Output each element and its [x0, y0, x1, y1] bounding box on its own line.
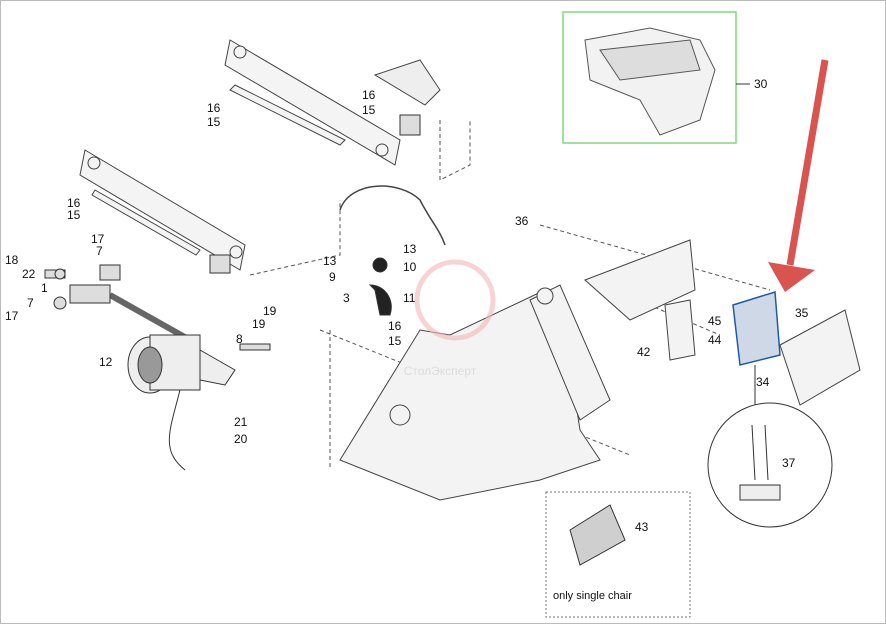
callout-37: 37 — [782, 456, 796, 470]
callout-3: 3 — [343, 291, 350, 305]
callout-15: 15 — [207, 115, 221, 129]
callout-19: 19 — [263, 304, 277, 318]
callout-17: 17 — [5, 309, 19, 323]
callout-16: 16 — [67, 196, 81, 210]
callout-42: 42 — [637, 345, 651, 359]
upper-rail — [224, 39, 401, 166]
detail-frame-30 — [562, 11, 737, 144]
callout-16: 16 — [207, 101, 221, 115]
board-44 — [664, 299, 696, 361]
callout-17: 17 — [91, 232, 105, 246]
single-chair-frame — [545, 491, 691, 618]
callout-19: 19 — [252, 317, 266, 331]
cable-detail-circle — [707, 402, 833, 528]
small-parts — [44, 114, 421, 351]
callout-20: 20 — [234, 432, 248, 446]
watermark: СтолЭксперт — [404, 364, 477, 378]
overview-chair-base — [584, 27, 716, 136]
callout-9: 9 — [329, 270, 336, 284]
mount-plate-42 — [584, 239, 696, 321]
callout-35: 35 — [795, 306, 809, 320]
highlight-arrow — [768, 59, 829, 292]
callout-15: 15 — [362, 103, 376, 117]
callout-18: 18 — [5, 253, 19, 267]
cover-34 — [779, 309, 861, 406]
callout-13: 13 — [403, 242, 417, 256]
callout-7: 7 — [96, 244, 103, 258]
callout-36: 36 — [515, 214, 529, 228]
board-43 — [569, 504, 626, 566]
main-base-frame — [339, 284, 611, 501]
callout-7: 7 — [27, 296, 34, 310]
callout-22: 22 — [22, 267, 36, 281]
callout-30: 30 — [754, 77, 768, 91]
control-board-35 — [732, 291, 781, 366]
callout-16: 16 — [362, 88, 376, 102]
callout-44: 44 — [708, 333, 722, 347]
callout-11: 11 — [403, 291, 416, 305]
callout-15: 15 — [67, 208, 81, 222]
bracket-cover — [373, 59, 441, 106]
callout-12: 12 — [99, 355, 113, 369]
motor-assembly — [108, 292, 236, 471]
callout-43: 43 — [635, 520, 649, 534]
callout-8: 8 — [236, 332, 243, 346]
callout-21: 21 — [234, 415, 248, 429]
callout-16: 16 — [388, 319, 402, 333]
cable-37 — [739, 424, 781, 501]
callout-34: 34 — [756, 375, 770, 389]
callout-45: 45 — [708, 314, 722, 328]
note-single-chair: only single chair — [553, 590, 632, 602]
callout-13: 13 — [323, 254, 337, 268]
callout-1: 1 — [41, 281, 48, 295]
lower-rail — [79, 149, 246, 271]
callout-10: 10 — [403, 260, 417, 274]
callout-15: 15 — [388, 334, 402, 348]
